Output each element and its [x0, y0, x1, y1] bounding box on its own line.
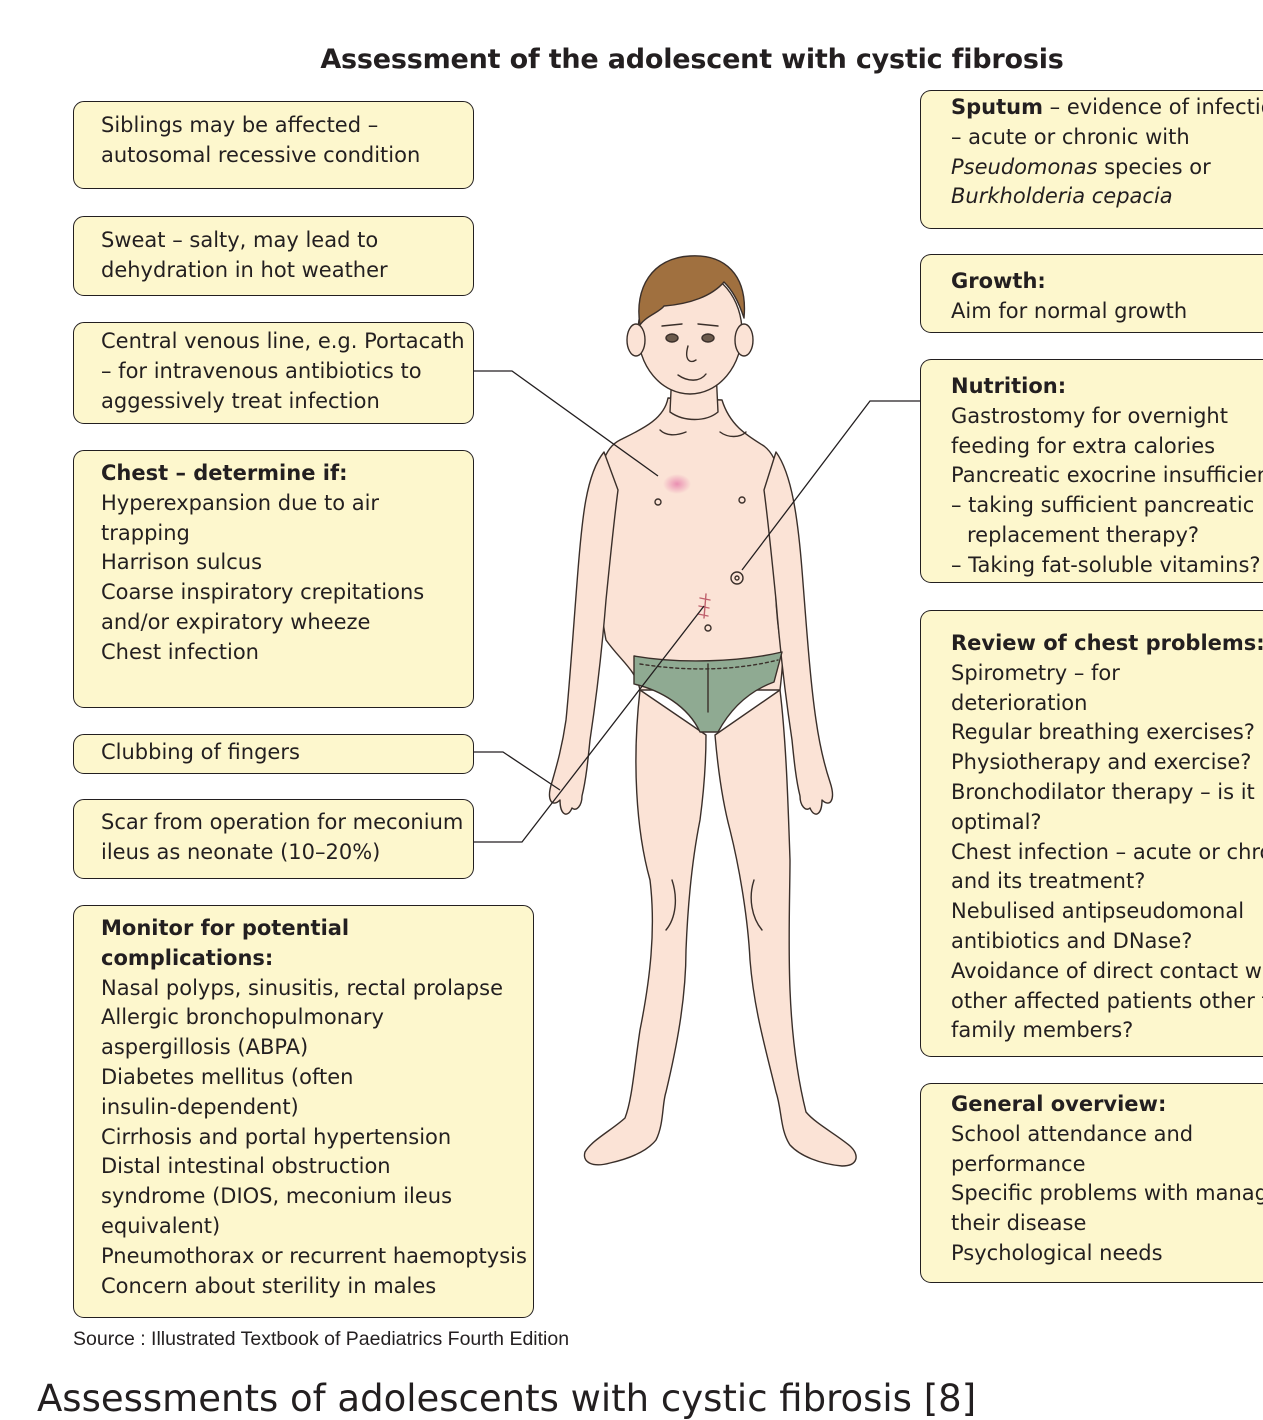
- clubbing-text: Clubbing of fingers: [101, 738, 463, 768]
- portacath-site: [663, 474, 691, 494]
- complications-heading: Monitor for potential: [101, 914, 523, 944]
- overview-item: Specific problems with managing: [951, 1179, 1253, 1209]
- chest-review-item: Chest infection – acute or chronic: [951, 838, 1253, 868]
- chest-review-item: Spirometry – for: [951, 659, 1253, 689]
- nutrition-heading: Nutrition:: [951, 372, 1253, 402]
- nutrition-item: – taking sufficient pancreatic: [951, 491, 1253, 521]
- complication-item: insulin-dependent): [101, 1093, 523, 1123]
- complication-item: Concern about sterility in males: [101, 1272, 523, 1302]
- chest-heading: Chest – determine if:: [101, 459, 463, 489]
- growth-text: Aim for normal growth: [951, 297, 1253, 327]
- sputum-heading: Sputum: [951, 95, 1043, 119]
- sputum-text: species or: [1097, 155, 1210, 179]
- siblings-box: Siblings may be affected – autosomal rec…: [73, 101, 474, 189]
- complication-item: syndrome (DIOS, meconium ileus: [101, 1182, 523, 1212]
- sputum-text: – evidence of infection: [1043, 95, 1263, 119]
- complication-item: Cirrhosis and portal hypertension: [101, 1123, 523, 1153]
- source-credit: Source : Illustrated Textbook of Paediat…: [73, 1328, 569, 1351]
- central-line-box: Central venous line, e.g. Portacath – fo…: [73, 322, 474, 424]
- complication-item: equivalent): [101, 1212, 523, 1242]
- chest-item: Chest infection: [101, 638, 463, 668]
- complications-box: Monitor for potential complications: Nas…: [73, 905, 534, 1318]
- nutrition-item: Gastrostomy for overnight: [951, 402, 1253, 432]
- chest-review-item: antibiotics and DNase?: [951, 927, 1253, 957]
- siblings-line: autosomal recessive condition: [101, 141, 463, 171]
- chest-item: Harrison sulcus: [101, 548, 463, 578]
- siblings-line: Siblings may be affected –: [101, 111, 463, 141]
- scar-line: Scar from operation for meconium: [101, 808, 463, 838]
- central-line-line: aggessively treat infection: [101, 387, 463, 417]
- overview-box: General overview: School attendance and …: [920, 1083, 1263, 1283]
- chest-review-item: Physiotherapy and exercise?: [951, 748, 1253, 778]
- burkholderia-text: Burkholderia cepacia: [951, 182, 1253, 212]
- complication-item: Allergic bronchopulmonary: [101, 1003, 523, 1033]
- complication-item: Pneumothorax or recurrent haemoptysis: [101, 1242, 523, 1272]
- chest-review-item: family members?: [951, 1016, 1253, 1046]
- chest-item: trapping: [101, 519, 463, 549]
- nutrition-box: Nutrition: Gastrostomy for overnight fee…: [920, 359, 1263, 583]
- overview-item: School attendance and: [951, 1120, 1253, 1150]
- chest-box: Chest – determine if: Hyperexpansion due…: [73, 450, 474, 708]
- chest-item: and/or expiratory wheeze: [101, 608, 463, 638]
- chest-item: Hyperexpansion due to air: [101, 489, 463, 519]
- nutrition-item: feeding for extra calories: [951, 432, 1253, 462]
- sweat-line: Sweat – salty, may lead to: [101, 226, 463, 256]
- nutrition-item: replacement therapy?: [951, 521, 1253, 551]
- chest-review-box: Review of chest problems: Spirometry – f…: [920, 610, 1263, 1057]
- nutrition-item: – Taking fat-soluble vitamins?: [951, 551, 1253, 581]
- sweat-box: Sweat – salty, may lead to dehydration i…: [73, 216, 474, 296]
- torso: [600, 398, 783, 690]
- chest-review-item: optimal?: [951, 808, 1253, 838]
- complication-item: aspergillosis (ABPA): [101, 1033, 523, 1063]
- complication-item: Nasal polyps, sinusitis, rectal prolapse: [101, 974, 523, 1004]
- leader-clubbing: [474, 752, 560, 790]
- complications-heading: complications:: [101, 944, 523, 974]
- chest-review-item: Bronchodilator therapy – is it: [951, 778, 1253, 808]
- chest-review-item: Regular breathing exercises?: [951, 718, 1253, 748]
- overview-item: their disease: [951, 1209, 1253, 1239]
- clubbing-box: Clubbing of fingers: [73, 734, 474, 774]
- complication-item: Diabetes mellitus (often: [101, 1063, 523, 1093]
- sputum-line-3: Pseudomonas species or: [951, 153, 1253, 183]
- chest-review-item: Avoidance of direct contact with: [951, 957, 1253, 987]
- growth-heading: Growth:: [951, 267, 1253, 297]
- chest-review-item: deterioration: [951, 689, 1253, 719]
- right-leg: [715, 690, 856, 1166]
- overview-item: performance: [951, 1150, 1253, 1180]
- pseudomonas-text: Pseudomonas: [951, 155, 1097, 179]
- sputum-line-2: – acute or chronic with: [951, 123, 1253, 153]
- scar-box: Scar from operation for meconium ileus a…: [73, 799, 474, 879]
- sputum-line-1: Sputum – evidence of infection: [951, 93, 1253, 123]
- overview-item: Psychological needs: [951, 1239, 1253, 1269]
- chest-review-item: Nebulised antipseudomonal: [951, 897, 1253, 927]
- chest-review-heading: Review of chest problems:: [951, 629, 1253, 659]
- overview-heading: General overview:: [951, 1090, 1253, 1120]
- nutrition-item: Pancreatic exocrine insufficiency: [951, 461, 1253, 491]
- scar-line: ileus as neonate (10–20%): [101, 838, 463, 868]
- chest-review-item: other affected patients other than: [951, 987, 1253, 1017]
- left-leg: [584, 690, 706, 1165]
- central-line-line: – for intravenous antibiotics to: [101, 357, 463, 387]
- sweat-line: dehydration in hot weather: [101, 256, 463, 286]
- growth-box: Growth: Aim for normal growth: [920, 254, 1263, 333]
- complication-item: Distal intestinal obstruction: [101, 1152, 523, 1182]
- chest-review-item: and its treatment?: [951, 867, 1253, 897]
- figure-caption: Assessments of adolescents with cystic f…: [37, 1378, 976, 1420]
- chest-item: Coarse inspiratory crepitations: [101, 578, 463, 608]
- central-line-line: Central venous line, e.g. Portacath: [101, 327, 463, 357]
- sputum-box: Sputum – evidence of infection – acute o…: [920, 90, 1263, 229]
